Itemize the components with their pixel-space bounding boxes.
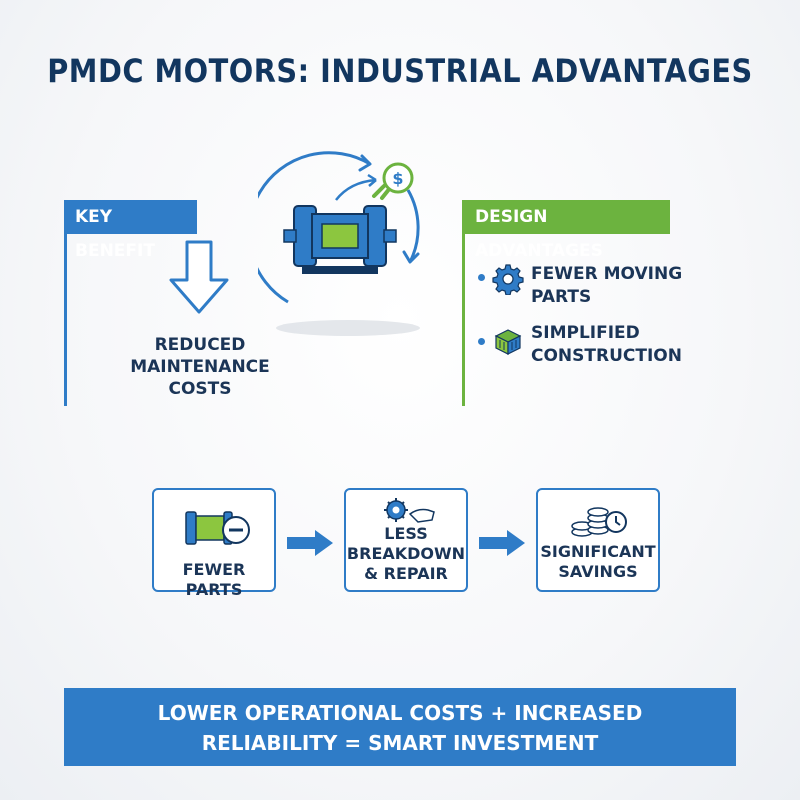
down-arrow-icon [169, 240, 229, 314]
design-advantages-panel-border [462, 200, 466, 406]
bullet-dot [478, 338, 485, 345]
key-benefit-panel-border [64, 200, 68, 406]
key-benefit-text: REDUCED MAINTENANCE COSTS [130, 335, 270, 399]
flow-step-label: LESS BREAKDOWN & REPAIR [346, 524, 466, 583]
motor-icon: $ [258, 151, 420, 336]
flow-step-less-breakdown: LESS BREAKDOWN & REPAIR [344, 488, 468, 592]
right-arrow-icon [287, 530, 333, 556]
advantage-label: FEWER MOVING PARTS [531, 264, 683, 307]
dollar-badge: $ [392, 169, 403, 188]
right-arrow-icon [479, 530, 525, 556]
key-benefit-tag: KEY BENEFIT [64, 200, 197, 261]
design-advantages-tag: DESIGN ADVANTAGES [462, 200, 670, 261]
page-title: PMDC MOTORS: INDUSTRIAL ADVANTAGES [47, 52, 753, 90]
flow-step-label: SIGNIFICANT SAVINGS [540, 542, 656, 581]
bullet-dot [478, 274, 485, 281]
gear-hand-icon [384, 498, 435, 523]
coins-clock-icon [571, 507, 627, 537]
advantage-label: SIMPLIFIED CONSTRUCTION [531, 323, 682, 366]
motor-minus-icon [185, 511, 250, 545]
flow-step-significant-savings: SIGNIFICANT SAVINGS [536, 488, 660, 592]
flow-step-fewer-parts: FEWER PARTS [152, 488, 276, 599]
gear-icon [492, 264, 524, 295]
flow-step-label: FEWER PARTS [182, 560, 246, 599]
summary-banner: LOWER OPERATIONAL COSTS + INCREASED RELI… [64, 688, 736, 766]
module-icon [494, 329, 522, 355]
